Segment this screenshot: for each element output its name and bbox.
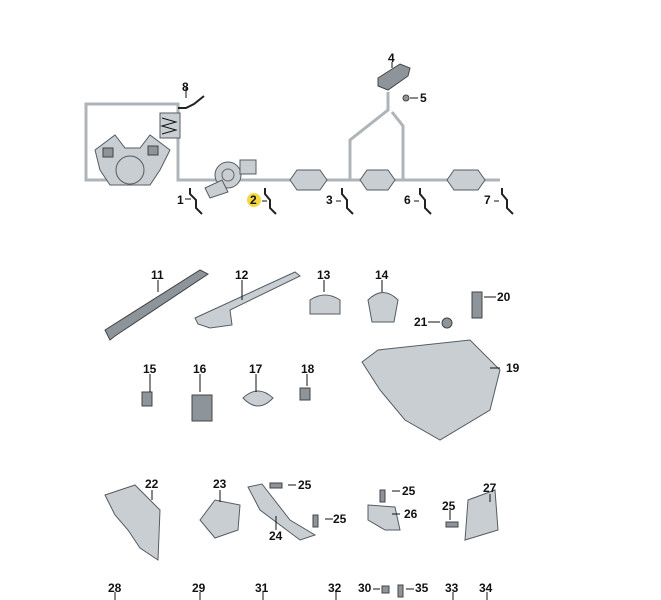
clip-14 [367,292,399,323]
callout-21[interactable]: 21 [414,315,428,329]
callout-29[interactable]: 29 [192,581,206,595]
bracket-19 [361,339,501,441]
callout-28[interactable]: 28 [108,581,122,595]
callout-1[interactable]: 1 [177,193,184,207]
pressure-sensor [377,63,411,102]
cable-tie-holder-12 [194,271,301,329]
bracket-22 [104,484,161,561]
callout-25-a[interactable]: 25 [298,478,312,492]
clip-13 [309,294,341,315]
bracket-23 [199,499,241,539]
exhaust-sensors [178,95,514,215]
callout-30[interactable]: 30 [358,581,372,595]
screws-25 [269,482,459,598]
bolt-20 [471,291,483,319]
connector-16 [191,394,213,422]
callout-25-d[interactable]: 25 [442,499,456,513]
turbocharger [204,159,257,199]
callout-20[interactable]: 20 [497,290,511,304]
clip-15 [141,391,153,407]
callout-25-b[interactable]: 25 [333,512,347,526]
callout-18[interactable]: 18 [301,362,315,376]
callout-15[interactable]: 15 [143,362,157,376]
catalytic-converter-2 [359,169,396,191]
callout-5[interactable]: 5 [420,91,427,105]
callout-11[interactable]: 11 [151,268,164,282]
callout-13[interactable]: 13 [317,268,331,282]
catalytic-converter-3 [446,169,486,191]
callout-23[interactable]: 23 [213,477,227,491]
callout-19[interactable]: 19 [506,361,520,375]
callout-32[interactable]: 32 [328,581,342,595]
callout-14[interactable]: 14 [375,268,389,282]
leader-lines [114,62,500,600]
engine [94,134,171,186]
bracket-27 [464,489,499,541]
callout-25-c[interactable]: 25 [402,484,416,498]
highlight-marker [247,193,261,207]
callout-6[interactable]: 6 [404,193,411,207]
callout-12[interactable]: 12 [235,268,249,282]
callout-34[interactable]: 34 [479,581,493,595]
callout-26[interactable]: 26 [404,507,418,521]
callout-24[interactable]: 24 [269,529,283,543]
callout-27[interactable]: 27 [483,481,497,495]
cable-tie-11 [104,269,209,341]
callout-35[interactable]: 35 [415,581,429,595]
exhaust-schematic [84,63,514,215]
nut-21 [441,317,453,329]
catalytic-converter-1 [289,169,328,191]
callout-16[interactable]: 16 [193,362,207,376]
callout-22[interactable]: 22 [145,477,159,491]
callout-7[interactable]: 7 [484,193,491,207]
callout-31[interactable]: 31 [255,581,269,595]
bracket-24 [247,483,317,541]
callout-labels: 8 4 5 1 2 3 6 7 11 12 13 14 21 20 15 16 … [108,51,520,595]
screw-18 [299,387,311,401]
fastener-parts [104,269,501,598]
callout-4[interactable]: 4 [388,51,395,65]
callout-2[interactable]: 2 [250,193,257,207]
callout-3[interactable]: 3 [326,193,333,207]
callout-17[interactable]: 17 [249,362,263,376]
callout-8[interactable]: 8 [182,80,189,94]
callout-33[interactable]: 33 [445,581,459,595]
grommet-17 [242,390,274,407]
bracket-26 [367,504,401,531]
